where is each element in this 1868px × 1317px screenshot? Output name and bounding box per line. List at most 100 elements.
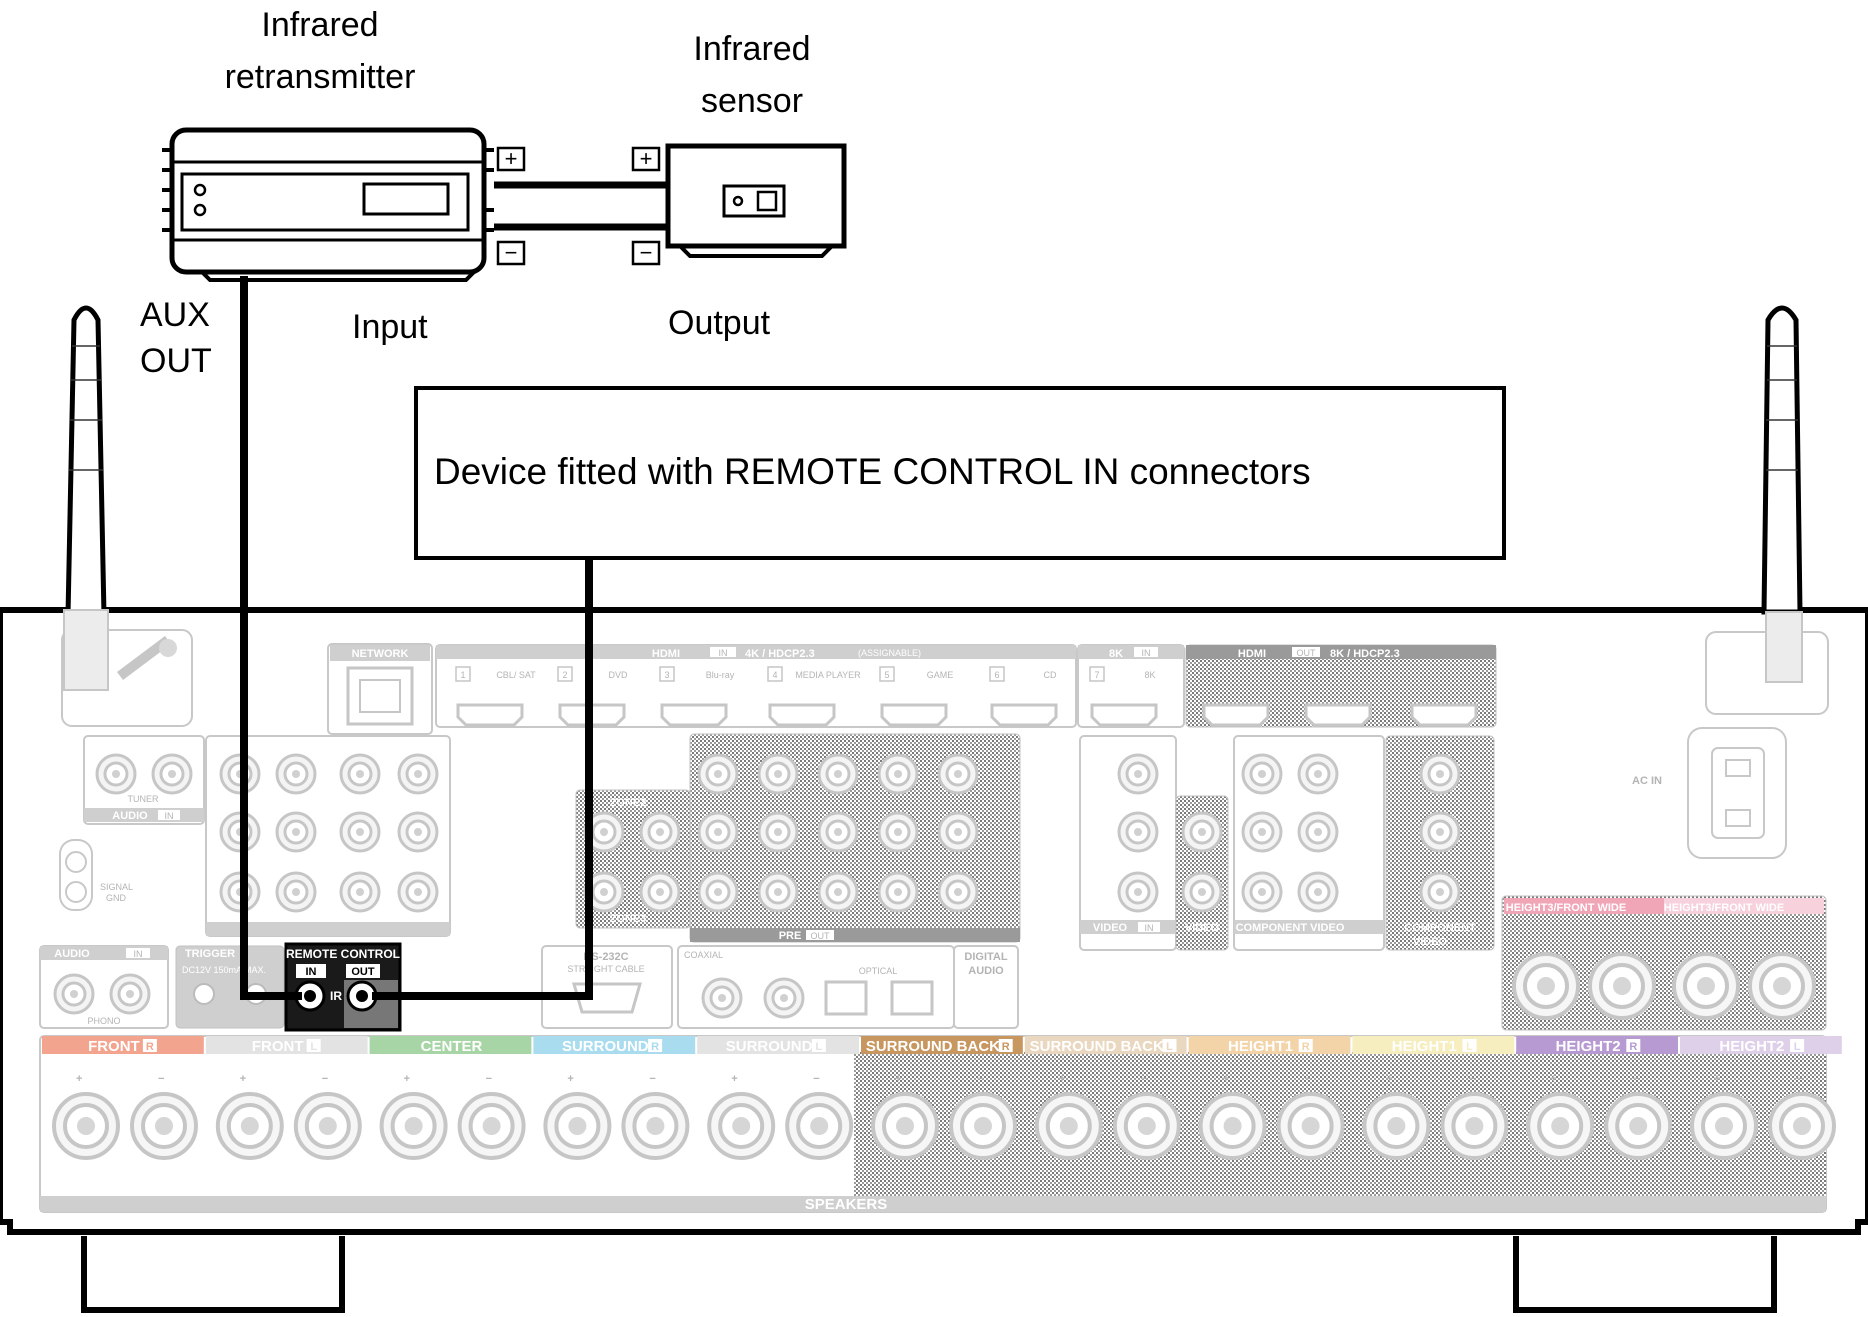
hdmi-out-tag: OUT — [1297, 648, 1317, 658]
minus-sign: − — [486, 1073, 492, 1085]
speaker-group: CENTER+− — [369, 1036, 532, 1160]
speakers-label: SPEAKERS — [805, 1196, 888, 1213]
right-antenna — [1705, 305, 1829, 715]
remote-control-label: REMOTE CONTROL — [286, 947, 400, 961]
hdmi-8k-label: 8K — [1109, 648, 1123, 660]
input-label: Input — [352, 308, 428, 346]
ac-in-label: AC IN — [1632, 775, 1662, 787]
ir-sensor-label-2: sensor — [701, 82, 803, 120]
device-box-label: Device fitted with REMOTE CONTROL IN con… — [434, 451, 1311, 492]
plus-sign: + — [1550, 1073, 1556, 1085]
digital-label: DIGITAL — [964, 951, 1007, 963]
phono-input: AUDIO IN PHONO — [39, 945, 169, 1029]
hdmi-input-4: 4 MEDIA PLAYER — [767, 666, 861, 727]
minus-sign: − — [813, 1073, 819, 1085]
plus-sign: + — [1386, 1073, 1392, 1085]
speaker-channel-tag: R — [146, 1041, 154, 1053]
network-port: NETWORK — [327, 643, 433, 735]
plus-sign: + — [731, 1073, 737, 1085]
video-block: VIDEO IN VIDEO COMPONENT VIDEO COMPONENT… — [1079, 735, 1495, 951]
ac-in: AC IN — [1632, 727, 1787, 859]
retransmitter-plus: + — [505, 146, 518, 171]
minus-sign: − — [322, 1073, 328, 1085]
speaker-group-label: SURROUND BACK — [866, 1038, 1000, 1055]
polarity-marks: + − + − — [496, 146, 661, 266]
speaker-group-label: HEIGHT2 — [1719, 1038, 1784, 1055]
height3-l-label: HEIGHT3/FRONT WIDE — [1664, 902, 1784, 914]
plus-sign: + — [567, 1073, 573, 1085]
hdmi-input-label: Blu-ray — [706, 670, 735, 680]
left-foot — [81, 1236, 345, 1313]
optical-label: OPTICAL — [859, 966, 898, 976]
plus-sign: + — [404, 1073, 410, 1085]
retransmitter-minus: − — [505, 240, 518, 265]
trigger-label: TRIGGER — [185, 948, 235, 960]
speaker-group-label: HEIGHT1 — [1392, 1038, 1457, 1055]
speaker-group-label: SURROUND — [726, 1038, 813, 1055]
hdmi-input-number: 2 — [562, 670, 567, 680]
component-out-video-label: VIDEO — [1413, 936, 1448, 948]
phono-label: PHONO — [87, 1016, 120, 1026]
hdmi-input-label: 8K — [1144, 670, 1155, 680]
hdmi-input-label: GAME — [927, 670, 954, 680]
minus-sign: − — [1796, 1073, 1802, 1085]
plus-sign: + — [76, 1073, 82, 1085]
plus-sign: + — [240, 1073, 246, 1085]
minus-sign: − — [1141, 1073, 1147, 1085]
analog-audio-inputs: TUNER AUDIO IN SIGNAL GND — [59, 735, 451, 937]
remote-control-in-device: Device fitted with REMOTE CONTROL IN con… — [414, 386, 1506, 560]
hdmi-in-label: HDMI — [652, 648, 680, 660]
ir-sensor-label-1: Infrared — [693, 30, 810, 68]
phono-in-tag: IN — [134, 949, 143, 959]
hdmi-input-6: 6 CD — [989, 666, 1058, 727]
trigger-spec: DC12V 150mA MAX. — [182, 965, 266, 975]
aux-out-to-remote-in-cable — [240, 276, 302, 1000]
minus-sign: − — [1305, 1073, 1311, 1085]
zone-preout: ZONE2 ZONE3 — [575, 789, 691, 929]
speaker-channel-tag: L — [310, 1041, 317, 1053]
plus-sign: + — [1059, 1073, 1065, 1085]
out-label: OUT — [140, 342, 212, 380]
hdmi-input-label: MEDIA PLAYER — [795, 670, 861, 680]
hdmi-input-number: 7 — [1094, 670, 1099, 680]
speaker-channel-tag: L — [1166, 1041, 1173, 1053]
hdmi-input-number: 6 — [994, 670, 999, 680]
height3-r-label: HEIGHT3/FRONT WIDE — [1506, 902, 1626, 914]
digital-audio-inputs: COAXIAL OPTICAL DIGITAL AUDIO — [677, 945, 1019, 1029]
speaker-channel-tag: R — [1002, 1041, 1010, 1053]
speaker-group-label: HEIGHT2 — [1556, 1038, 1621, 1055]
pre-out-tag: OUT — [811, 931, 831, 941]
hdmi-out-label: HDMI — [1238, 648, 1266, 660]
minus-sign: − — [977, 1073, 983, 1085]
speaker-group-label: SURROUND — [562, 1038, 649, 1055]
hdmi-8k-in-tag: IN — [1142, 648, 1151, 658]
network-label: NETWORK — [352, 648, 409, 660]
hdmi-out-group: HDMI OUT 8K / HDCP2.3 — [1185, 644, 1497, 728]
hdmi-out-spec: 8K / HDCP2.3 — [1330, 648, 1400, 660]
hdmi-input-label: CD — [1044, 670, 1057, 680]
aux-label: AUX — [140, 296, 210, 334]
output-label: Output — [668, 304, 771, 342]
hdmi-input-label: CBL/ SAT — [496, 670, 536, 680]
speaker-channel-tag: R — [1629, 1041, 1637, 1053]
hdmi-in-spec: 4K / HDCP2.3 — [745, 648, 815, 660]
height3-front-wide-block: HEIGHT3/FRONT WIDE HEIGHT3/FRONT WIDE — [1501, 895, 1827, 1031]
hdmi-input-number: 1 — [460, 670, 465, 680]
ir-sensor: Infrared sensor — [665, 30, 847, 258]
right-foot — [1513, 1236, 1777, 1313]
ir-retransmitter-label-1: Infrared — [261, 6, 378, 44]
hdmi-input-number: 4 — [772, 670, 777, 680]
